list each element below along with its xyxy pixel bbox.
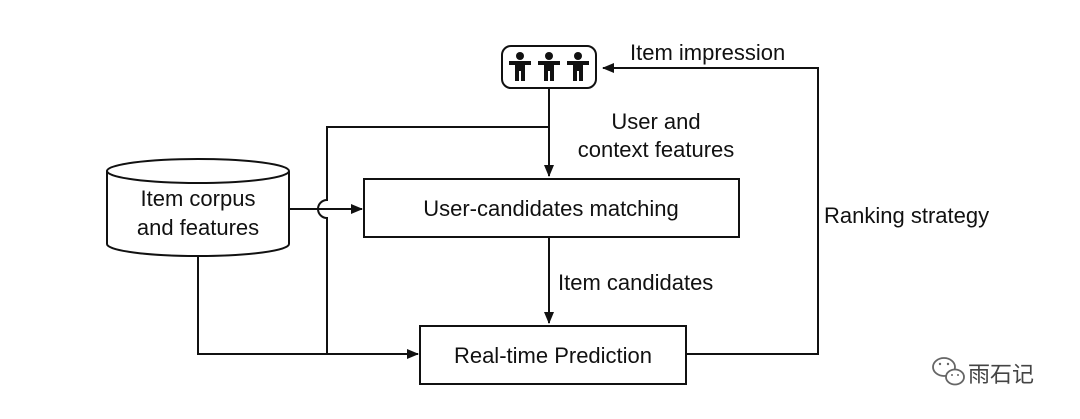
user-context-label-line2: context features [578,137,735,162]
item-corpus-label-line1: Item corpus [141,186,256,211]
matching-label: User-candidates matching [423,196,679,221]
user-context-label-line1: User and [611,109,700,134]
users-node [501,45,597,89]
ranking-strategy-label: Ranking strategy [824,203,989,228]
prediction-node: Real-time Prediction [419,325,687,385]
item-impression-label: Item impression [630,40,785,65]
users-icon [509,52,589,81]
edge-prediction-to-users [602,63,819,355]
prediction-label: Real-time Prediction [454,343,652,368]
wechat-icon [932,357,965,386]
edge-users-to-prediction-branch [317,126,549,354]
watermark-text: 雨石记 [968,363,1034,388]
item-corpus-node: Item corpus and features [106,158,290,257]
matching-node: User-candidates matching [363,178,740,238]
item-corpus-label-line2: and features [137,215,259,240]
watermark: 雨石记 [932,357,1034,388]
edge-corpus-to-prediction [197,256,419,359]
item-candidates-label: Item candidates [558,270,713,295]
